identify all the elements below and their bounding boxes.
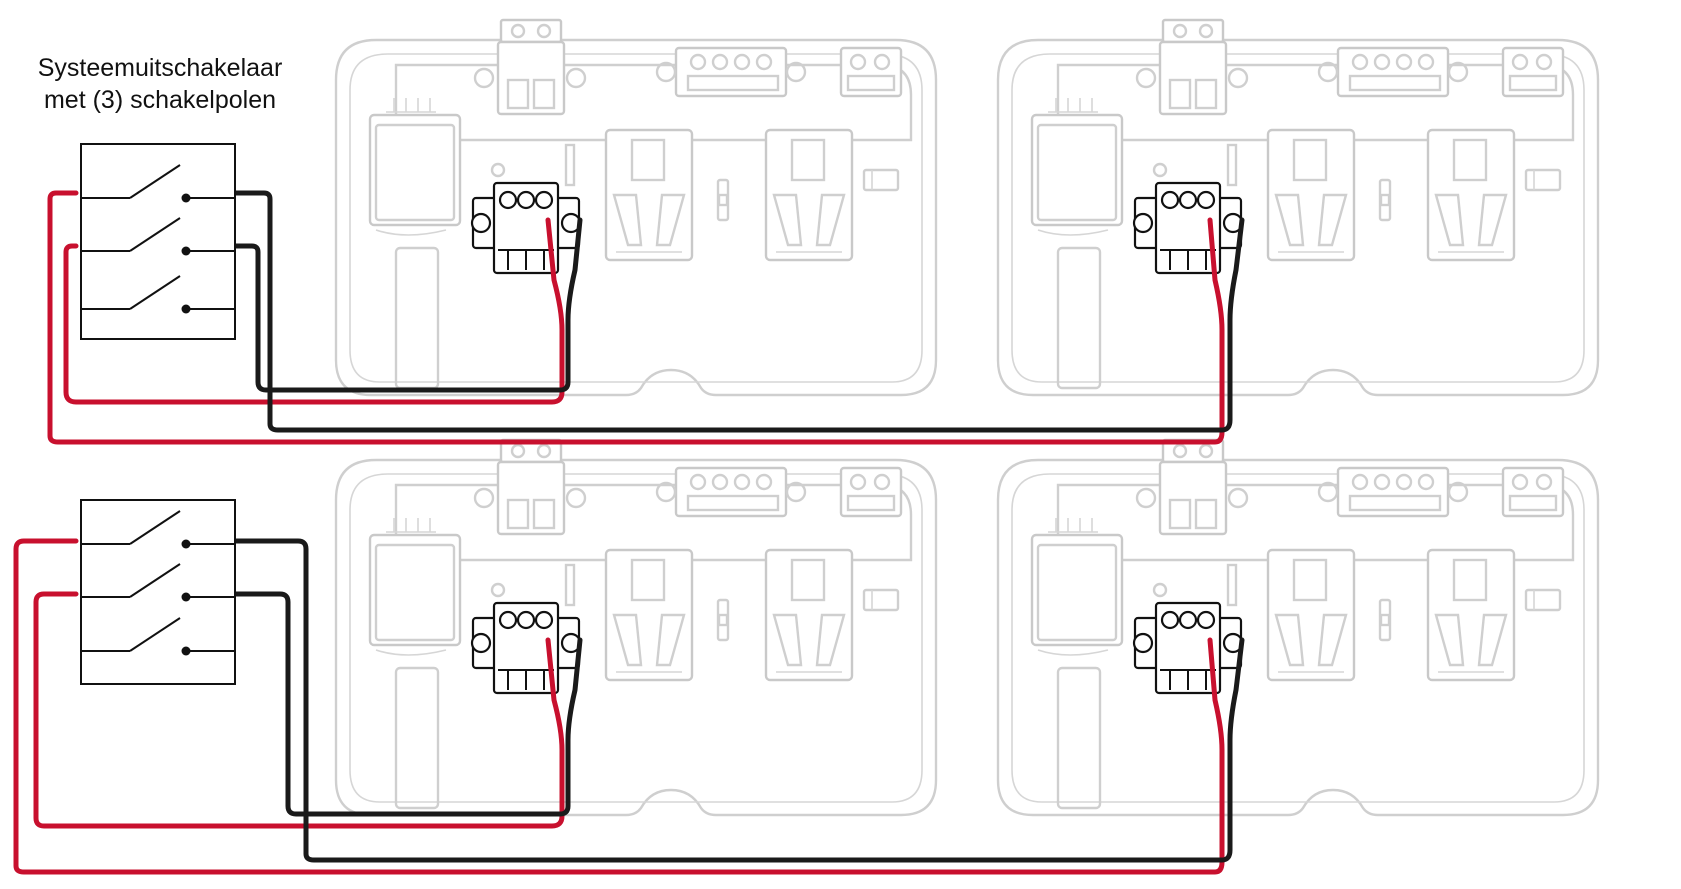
wire-black-charger-2 <box>213 190 1245 433</box>
switch-1-box <box>80 143 236 340</box>
switch-2-box <box>80 499 236 685</box>
wires-bottom-group <box>13 538 1245 875</box>
charger-1 <box>334 18 938 397</box>
charger-3 <box>334 438 938 817</box>
wire-black-charger-3 <box>213 591 583 817</box>
charger-2 <box>996 18 1600 397</box>
charger-4 <box>996 438 1600 817</box>
wire-red-charger-3 <box>33 591 565 829</box>
wire-red-charger-1 <box>63 217 565 405</box>
wires-top-group <box>47 190 1245 445</box>
switch-caption: Systeemuitschakelaar met (3) schakelpole… <box>0 52 320 116</box>
wire-black-charger-4 <box>213 538 1245 863</box>
switch-2-poles <box>81 510 235 656</box>
caption-line-2: met (3) schakelpolen <box>43 86 277 114</box>
system-switch-2 <box>80 499 236 685</box>
wire-black-charger-1 <box>213 217 583 393</box>
caption-line-1: Systeemuitschakelaar <box>37 54 283 82</box>
system-switch-1 <box>80 143 236 340</box>
wire-red-charger-2 <box>47 190 1225 445</box>
switch-1-poles <box>81 164 235 314</box>
wire-red-charger-4 <box>13 538 1225 875</box>
